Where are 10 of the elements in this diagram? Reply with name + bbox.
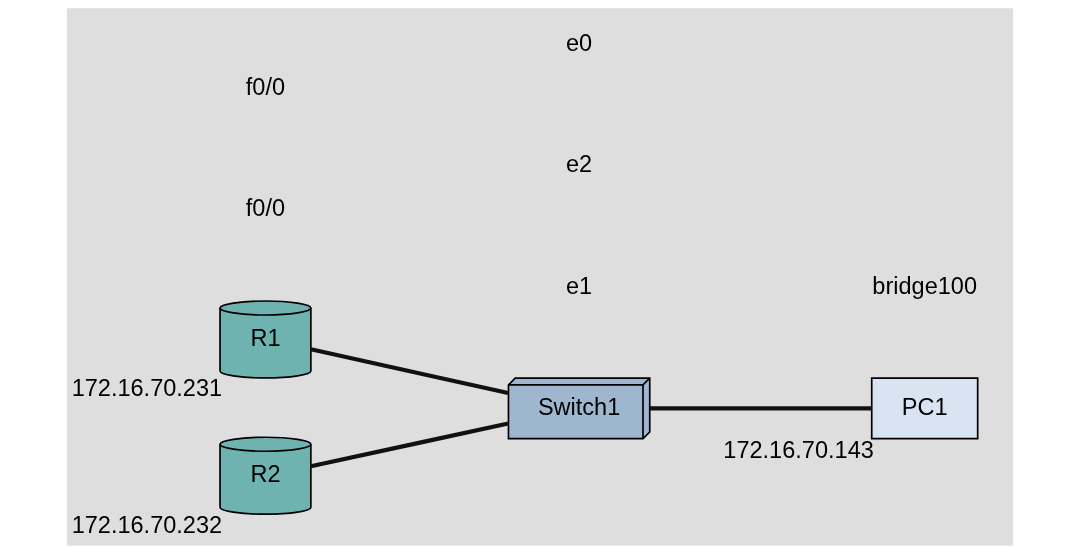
label: bridge100 xyxy=(872,272,978,299)
label: f0/0 xyxy=(245,74,286,101)
label: e2 xyxy=(566,151,593,178)
label: e0 xyxy=(566,30,593,57)
label: e1 xyxy=(566,272,593,299)
label: f0/0 xyxy=(245,195,286,222)
connector xyxy=(650,406,872,411)
node-box: PC1 xyxy=(870,377,979,440)
connector xyxy=(310,421,509,469)
connector xyxy=(310,347,509,396)
